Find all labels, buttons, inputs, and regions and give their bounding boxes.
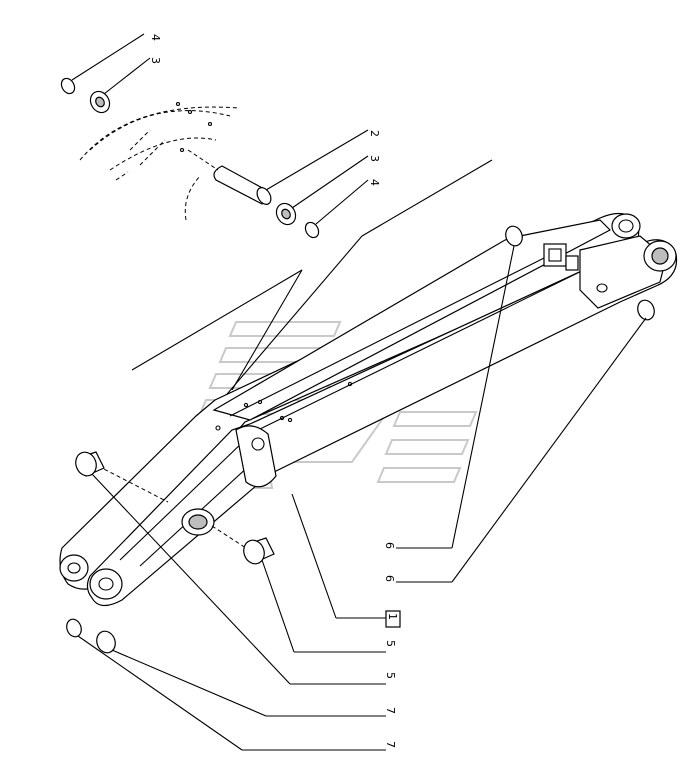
callout-7: 7 (384, 741, 397, 748)
boom-arm (59, 212, 678, 607)
callout-3: 3 (368, 155, 381, 162)
callout-3: 3 (149, 57, 162, 64)
section-lines (131, 159, 493, 401)
callout-6: 6 (383, 542, 396, 549)
callout-2: 2 (368, 130, 381, 137)
callout-1: 1 (386, 613, 399, 620)
mating-part-dashed (79, 101, 239, 221)
callout-5: 5 (384, 672, 397, 679)
callout-4: 4 (149, 34, 162, 41)
washers (60, 77, 320, 239)
callout-7: 7 (384, 707, 397, 714)
callout-labels: 4 3 2 3 4 6 6 1 5 5 7 7 (149, 34, 401, 748)
bushings (66, 225, 655, 654)
callout-6: 6 (383, 575, 396, 582)
callout-4: 4 (368, 179, 381, 186)
callout-1-box (385, 610, 401, 628)
callout-5: 5 (384, 640, 397, 647)
pin (187, 149, 272, 205)
leader-lines (71, 33, 647, 751)
